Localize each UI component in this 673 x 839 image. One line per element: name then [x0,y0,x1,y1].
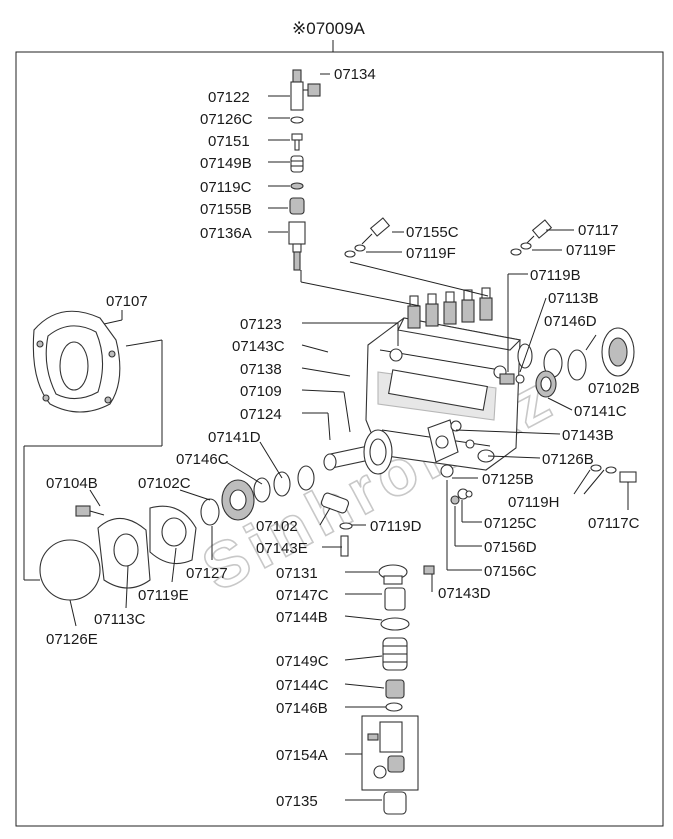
drive-shaft [323,429,393,475]
pump-housing [323,287,522,475]
label-07146c: 07146C [176,451,229,468]
label-07113b: 07113B [548,290,599,307]
label-07124: 07124 [240,406,282,423]
label-07104b: 07104B [46,475,98,492]
label-07143e: 07143E [256,540,308,557]
label-07126c: 07126C [200,111,253,128]
label-07131: 07131 [276,565,318,582]
label-07146d: 07146D [544,313,597,330]
label-07155b: 07155B [200,201,252,218]
label-07119f-right: 07119F [566,242,616,259]
label-07125c: 07125C [484,515,537,532]
label-07146b: 07146B [276,700,328,717]
label-07149c: 07149C [276,653,329,670]
label-07119h: 07119H [508,494,559,511]
label-07136a: 07136A [200,225,252,242]
label-07102c: 07102C [138,475,191,492]
label-07154a: 07154A [276,747,328,764]
right-side-parts [440,327,637,505]
label-07109: 07109 [240,383,282,400]
label-07143b: 07143B [562,427,614,444]
label-07141c: 07141C [574,403,627,420]
left-middle-parts [200,465,353,557]
label-07151: 07151 [208,133,250,150]
label-07117: 07117 [578,222,619,239]
label-07144b: 07144B [276,609,328,626]
label-07119f-left: 07119F [406,245,456,262]
label-07102b: 07102B [588,380,640,397]
lower-left-parts [39,505,197,601]
label-07155c: 07155C [406,224,459,241]
label-07119e: 07119E [138,587,189,604]
label-07144c: 07144C [276,677,329,694]
label-07119d: 07119D [370,518,422,535]
label-07113c: 07113C [94,611,146,628]
label-07125b: 07125B [482,471,534,488]
label-07102: 07102 [256,518,298,535]
label-07107: 07107 [106,293,148,310]
side-flange [427,419,459,463]
label-07156c: 07156C [484,563,537,580]
banjo-bolt-07155c [361,217,391,245]
part-labels: 07134 07122 07126C 07151 07149B 07119C 0… [46,66,640,810]
label-07126e: 07126E [46,631,98,648]
top-stack-parts [288,69,321,271]
label-07135: 07135 [276,793,318,810]
bottom-stack-parts [361,564,435,815]
label-07143d: 07143D [438,585,491,602]
label-07149b: 07149B [200,155,252,172]
governor-casing-07107 [32,310,121,413]
label-07127: 07127 [186,565,228,582]
banjo-bolt-07117 [525,219,553,245]
washers-07119f [344,242,532,258]
label-07147c: 07147C [276,587,329,604]
label-07122: 07122 [208,89,250,106]
label-07119b: 07119B [530,267,581,284]
label-07123: 07123 [240,316,282,333]
label-07156d: 07156D [484,539,537,556]
label-07119c: 07119C [200,179,252,196]
label-07134: 07134 [334,66,376,83]
diagram-frame [15,51,664,827]
leader-lines [23,73,629,801]
label-07126b: 07126B [542,451,594,468]
label-07143c: 07143C [232,338,285,355]
assembly-code: ※07009A [292,19,366,38]
label-07138: 07138 [240,361,282,378]
label-07117c: 07117C [588,515,640,532]
delivery-valve-holders [407,287,493,329]
label-07141d: 07141D [208,429,261,446]
